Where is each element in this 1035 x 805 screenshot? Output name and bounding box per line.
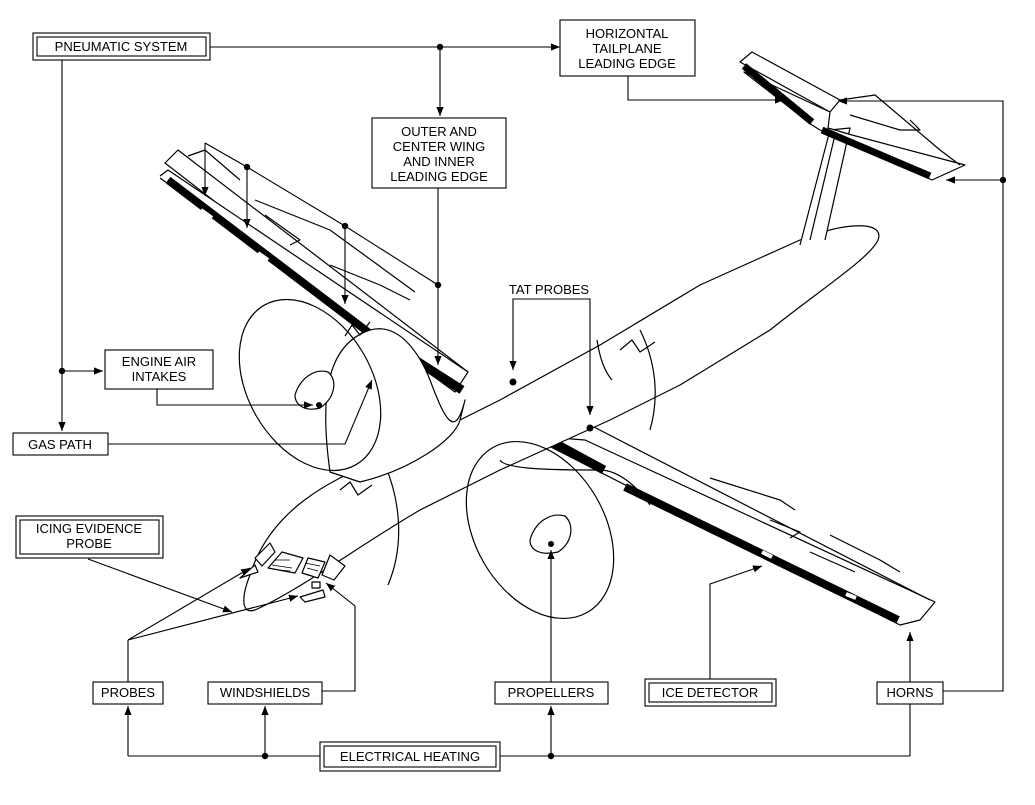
outer-center-wing-label-3: AND INNER	[403, 154, 475, 169]
outer-center-wing-label-1: OUTER AND	[401, 124, 477, 139]
horizontal-tailplane-box	[559, 19, 696, 77]
outer-center-wing-box	[371, 117, 507, 189]
label-text: PNEUMATIC SYSTEM HORIZONTAL TAILPLANE LE…	[28, 26, 934, 764]
label-boxes	[12, 19, 944, 772]
tat-probe-left-dot	[509, 378, 517, 386]
horizontal-tailplane-label-1: HORIZONTAL	[586, 26, 669, 41]
engine-air-intakes-label-2: INTAKES	[132, 369, 187, 384]
horizontal-tailplane-label-3: LEADING EDGE	[578, 56, 676, 71]
electrical-heating-label: ELECTRICAL HEATING	[340, 749, 480, 764]
icing-evidence-probe-label-2: PROBE	[66, 536, 112, 551]
horizontal-tailplane-label-2: TAILPLANE	[592, 41, 661, 56]
right-propeller-disc	[465, 440, 615, 620]
engine-air-intakes-box	[104, 349, 214, 390]
horns-box	[876, 681, 944, 705]
aircraft-drawing	[159, 51, 966, 626]
pneumatic-system-label: PNEUMATIC SYSTEM	[55, 39, 188, 54]
tail	[739, 51, 966, 246]
propellers-label: PROPELLERS	[508, 685, 595, 700]
probes-label: PROBES	[101, 685, 156, 700]
horns-label: HORNS	[887, 685, 934, 700]
junction-dots	[58, 43, 1007, 760]
tailplane-right-boot	[820, 126, 932, 180]
windshields-label: WINDSHIELDS	[220, 685, 311, 700]
propeller-hub-dot	[548, 541, 554, 547]
propellers-box	[494, 681, 609, 705]
left-propeller-disc	[238, 298, 382, 472]
ice-detector-label: ICE DETECTOR	[662, 685, 759, 700]
left-engine	[238, 298, 466, 483]
left-wing-leading-edge-boot	[165, 176, 371, 336]
engine-air-intakes-label-1: ENGINE AIR	[122, 354, 196, 369]
tailplane-left-boot	[741, 63, 815, 125]
gas-path-box	[12, 432, 109, 456]
probes-box	[92, 681, 164, 705]
right-wing	[542, 424, 936, 626]
gas-path-label: GAS PATH	[28, 437, 92, 452]
engine-air-intake-dot	[316, 402, 322, 408]
outer-center-wing-label-4: LEADING EDGE	[390, 169, 488, 184]
icing-evidence-probe-label-1: ICING EVIDENCE	[36, 521, 143, 536]
tat-probes-label: TAT PROBES	[509, 282, 590, 297]
windshields-box	[207, 681, 323, 705]
right-engine	[339, 339, 656, 620]
outer-center-wing-label-2: CENTER WING	[393, 139, 485, 154]
tat-probe-right-dot	[586, 424, 594, 432]
